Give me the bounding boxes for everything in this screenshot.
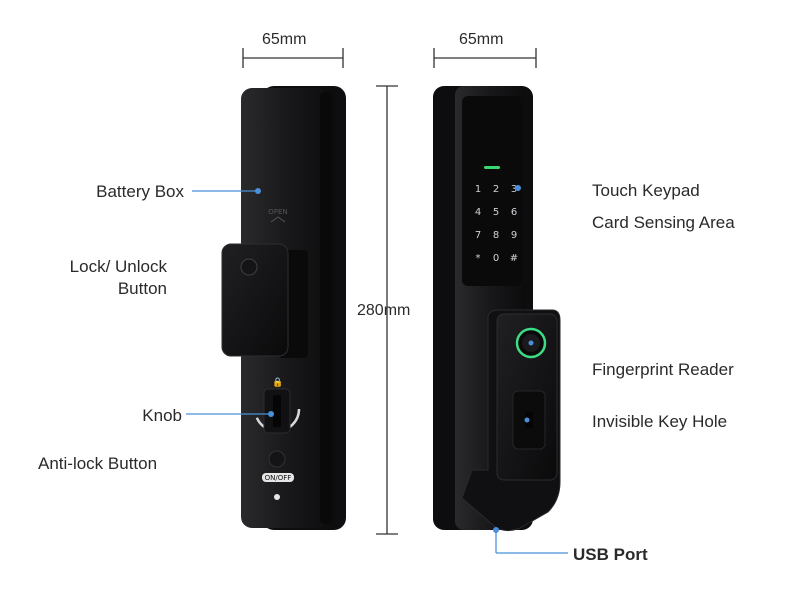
- key-hole-marker: [524, 417, 530, 423]
- width-dimension-right: 65mm: [459, 31, 504, 48]
- front-lock-body: 1 2 3 4 5 6 7 8 9 * 0 #: [433, 86, 561, 532]
- width-dimension-left: 65mm: [262, 31, 307, 48]
- key-hash[interactable]: #: [510, 253, 518, 264]
- keypad: 1 2 3 4 5 6 7 8 9 * 0 #: [475, 184, 518, 264]
- back-lock-body: OPEN 🔒 ON/OFF: [221, 86, 346, 530]
- fingerprint-marker: [528, 340, 534, 346]
- key-6[interactable]: 6: [511, 207, 517, 218]
- knob-label: Knob: [142, 406, 182, 425]
- card-sensing-area-label: Card Sensing Area: [592, 213, 735, 232]
- key-1[interactable]: 1: [475, 184, 481, 195]
- battery-box-label: Battery Box: [96, 182, 184, 201]
- lock-unlock-label-line1: Lock/ Unlock: [69, 257, 167, 276]
- on-off-switch-label: ON/OFF: [265, 474, 292, 482]
- svg-text:OPEN: OPEN: [268, 208, 287, 216]
- usb-port-label: USB Port: [573, 545, 648, 564]
- key-2[interactable]: 2: [493, 184, 499, 195]
- battery-box-marker: [255, 188, 261, 194]
- lock-symbol-icon: 🔒: [272, 377, 283, 388]
- height-dimension: 280mm: [355, 301, 413, 321]
- usb-port-marker: [493, 527, 499, 533]
- status-led: [484, 166, 500, 169]
- leader-lines: [186, 190, 568, 554]
- key-0[interactable]: 0: [493, 253, 499, 264]
- key-4[interactable]: 4: [475, 207, 481, 218]
- touch-keypad-label: Touch Keypad: [592, 181, 700, 200]
- dimension-lines: [242, 48, 537, 535]
- key-5[interactable]: 5: [493, 207, 499, 218]
- lock-unlock-label-line2: Button: [117, 279, 167, 298]
- key-7[interactable]: 7: [475, 230, 481, 241]
- invisible-key-hole-label: Invisible Key Hole: [592, 412, 728, 431]
- key-star[interactable]: *: [476, 253, 481, 264]
- fingerprint-reader-label: Fingerprint Reader: [592, 360, 734, 379]
- keypad-marker: [515, 185, 521, 191]
- key-8[interactable]: 8: [493, 230, 499, 241]
- anti-lock-button-label: Anti-lock Button: [38, 454, 158, 473]
- key-3[interactable]: 3: [511, 184, 517, 195]
- knob-marker: [268, 411, 274, 417]
- key-9[interactable]: 9: [511, 230, 517, 241]
